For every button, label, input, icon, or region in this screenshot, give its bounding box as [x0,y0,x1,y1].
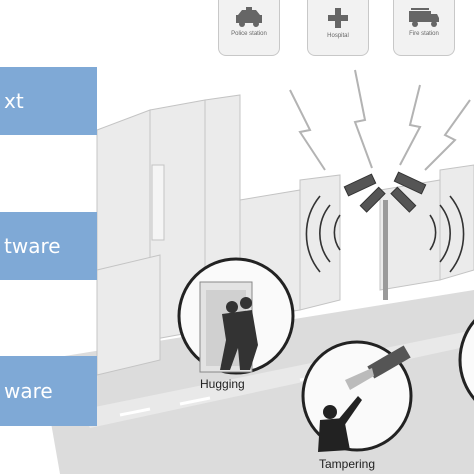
service-label: Hospital [327,33,349,39]
fire-truck-icon [409,8,439,27]
tampering-caption: Tampering [319,457,376,471]
police-car-icon [236,7,262,27]
hugging-inset [177,257,295,375]
hospital-cross-icon [328,8,348,28]
signal-bolts [289,69,471,171]
label-panel-top: xt [0,67,97,135]
cctv-pole [343,171,427,300]
service-label: Police station [231,31,267,37]
hospital-tab: Hospital [307,0,369,56]
third-inset [458,319,474,401]
panel-text: ware [4,379,53,403]
hugging-caption: Hugging [200,377,245,391]
label-panel-bottom: ware [0,356,97,426]
wireless-waves [305,195,465,273]
panel-text: xt [4,89,24,113]
service-label: Fire station [409,31,439,37]
label-panel-middle: tware [0,212,97,280]
police-station-tab: Police station [218,0,280,56]
tampering-inset [301,340,413,452]
panel-text: tware [4,234,61,258]
fire-station-tab: Fire station [393,0,455,56]
